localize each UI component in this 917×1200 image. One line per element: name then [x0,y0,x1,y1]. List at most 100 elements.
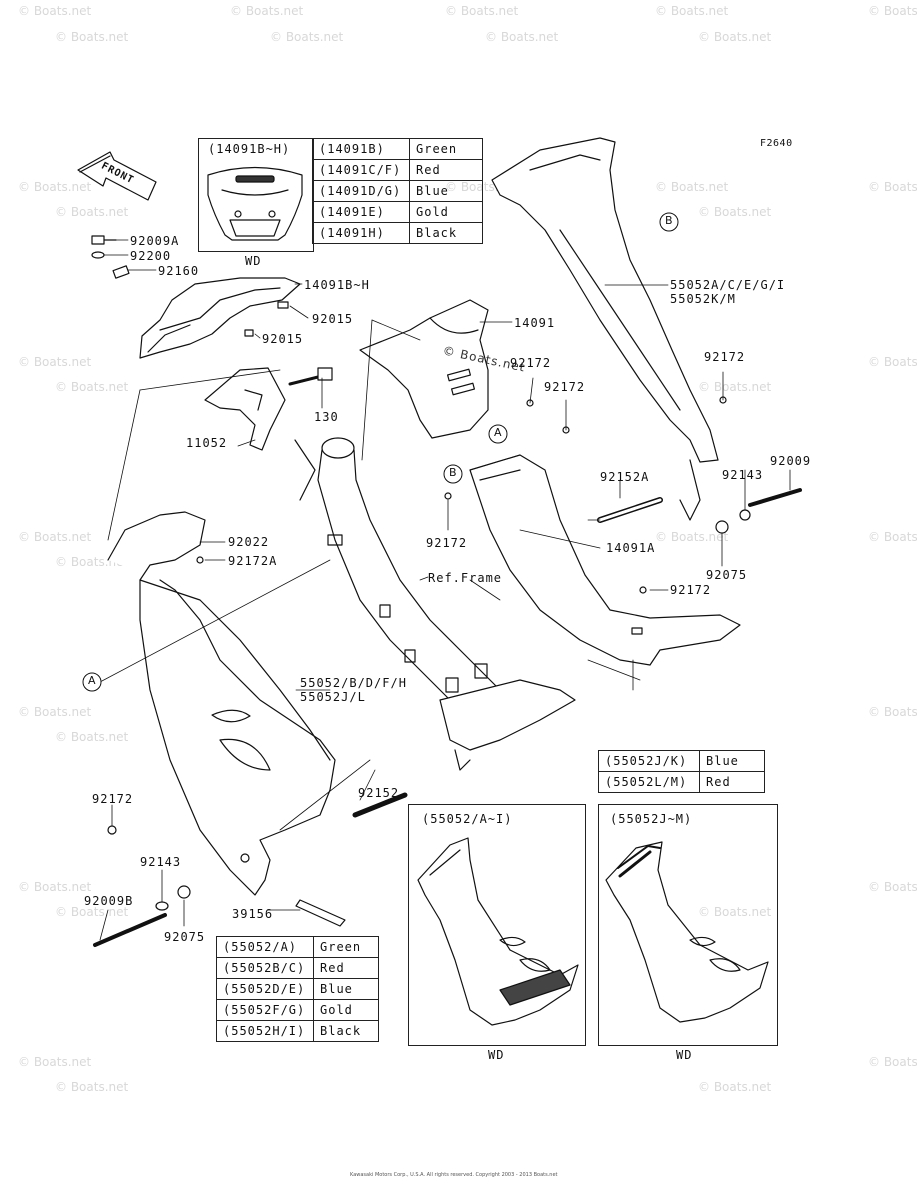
bolt-92009B [93,913,167,947]
color-table-14091: (14091B)Green (14091C/F)Red (14091D/G)Bl… [312,138,483,244]
table-row: (14091H)Black [312,222,483,244]
part-label: 92152A [600,470,650,484]
watermark: © Boats.net [55,380,129,394]
pad-39156 [295,899,346,927]
part-label: 92172 [670,583,712,597]
watermark: © Boats.net [55,1080,129,1094]
watermark: © Boats.net [18,530,92,544]
watermark: © Boats.net [485,30,559,44]
part-label: 92009 [770,454,812,468]
watermark: © Boats.net [18,1055,92,1069]
part-label: 92172A [228,554,278,568]
part-label: 92172 [544,380,586,394]
part-label: 92015 [312,312,354,326]
inset-right-title: (55052J~M) [610,812,693,826]
top-inset-caption: WD [245,254,262,268]
table-row: (55052B/C)Red [216,957,379,979]
table-row: (14091C/F)Red [312,159,483,181]
part-label: 92075 [164,930,206,944]
table-row: (14091B)Green [312,138,483,160]
part-label: 14091 [514,316,556,330]
watermark: © Boats.net [868,880,917,894]
watermark: © Boats.net [655,4,729,18]
bolt-92009 [748,488,802,507]
inset-right-box [598,804,778,1046]
part-label: 92143 [140,855,182,869]
part-label: 14091B~H [304,278,370,292]
watermark: © Boats.net [698,30,772,44]
panel-14091 [359,299,489,439]
watermark: © Boats.net [868,530,917,544]
watermark: © Boats.net [698,1080,772,1094]
watermark: © Boats.net [868,1055,917,1069]
part-label: 92172 [510,356,552,370]
cover-14091BH [139,277,301,359]
clip-92160 [112,265,130,279]
bracket-11052 [204,367,333,451]
ref-frame-label: Ref.Frame [428,571,503,585]
watermark: © Boats.net [698,205,772,219]
color-table-55052AI: (55052/A)Green (55052B/C)Red (55052D/E)B… [216,936,379,1042]
inset-left-title: (55052/A~I) [422,812,513,826]
part-label: 92009A [130,234,180,248]
part-label: 55052A/C/E/G/I [670,278,786,292]
front-arrow-icon [77,151,157,201]
watermark: © Boats.net [868,355,917,369]
table-row: (14091E)Gold [312,201,483,223]
watermark: © Boats.net [18,355,92,369]
watermark: © Boats.net [868,705,917,719]
side-cover-55052ACEGI [491,137,719,521]
table-row: (55052F/G)Gold [216,999,379,1021]
part-label: 130 [314,410,339,424]
part-label: 92143 [722,468,764,482]
part-label: 92015 [262,332,304,346]
callout-a-left: A [88,674,97,687]
watermark: © Boats.net [230,4,304,18]
copyright-notice: Kawasaki Motors Corp., U.S.A. All rights… [350,1172,558,1178]
color-table-55052JM: (55052J/K)Blue (55052L/M)Red [598,750,765,793]
part-label: 92160 [158,264,200,278]
inset-cover-55052AI [417,837,579,1026]
table-row: (55052J/K)Blue [598,750,765,772]
part-label: 55052J/L [300,690,366,704]
part-label: 92172 [704,350,746,364]
watermark: © Boats.net [655,180,729,194]
watermark: © Boats.net [18,705,92,719]
watermark: © Boats.net [868,180,917,194]
callout-b-top: B [665,214,674,227]
inset-left-caption: WD [488,1048,505,1062]
watermark: © Boats.net [18,880,92,894]
figure-code: F2640 [760,138,793,149]
watermark: © Boats.net [655,530,729,544]
watermark: © Boats.net [55,730,129,744]
watermark: © Boats.net [698,380,772,394]
table-row: (55052H/I)Black [216,1020,379,1042]
part-label: 92172 [92,792,134,806]
part-label: 92022 [228,535,270,549]
table-row: (55052/A)Green [216,936,379,958]
watermark: © Boats.net [55,205,129,219]
grommet-92075-left [177,885,191,899]
watermark: © Boats.net [55,905,129,919]
watermark: © Boats.net [698,905,772,919]
watermark: © Boats.net [55,30,129,44]
bolt-92152A [597,497,663,523]
part-label: 92075 [706,568,748,582]
watermark: © Boats.net [18,4,92,18]
part-label: 92009B [84,894,134,908]
table-row: (55052D/E)Blue [216,978,379,1000]
part-label: 92200 [130,249,172,263]
part-label: 92152 [358,786,400,800]
part-label: 92172 [426,536,468,550]
frame [294,437,576,771]
part-label: 39156 [232,907,274,921]
callout-a-mid: A [494,426,503,439]
top-inset-title: (14091B~H) [208,142,291,156]
leader-lines [99,239,791,941]
side-cover-55052BDFH [107,511,336,896]
inset-right-caption: WD [676,1048,693,1062]
side-cover-14091A [469,454,741,666]
watermark: © Boats.net [270,30,344,44]
bolt-92152 [352,792,408,818]
